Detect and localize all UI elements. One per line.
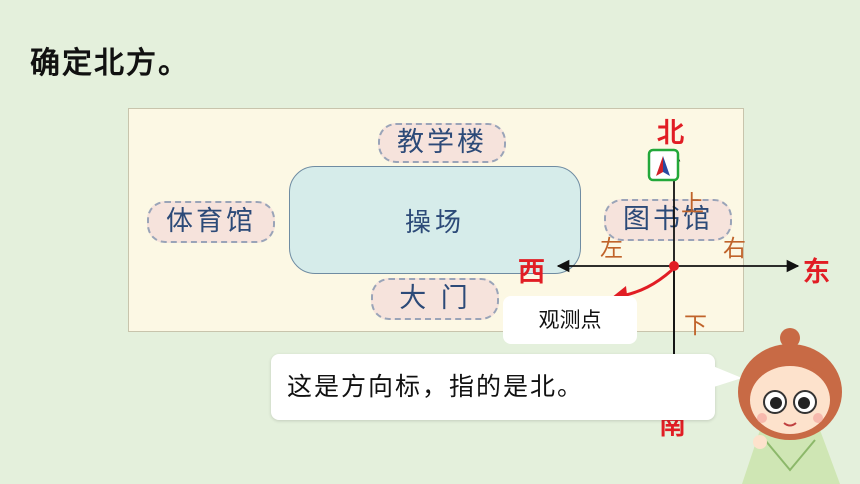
playground: 操场 <box>289 166 581 274</box>
building-gate: 大 门 <box>371 278 499 320</box>
building-gym: 体育馆 <box>147 201 275 243</box>
building-library: 图书馆 <box>604 199 732 241</box>
label-north: 北 <box>657 118 684 149</box>
speech-bubble: 这是方向标，指的是北。 <box>271 354 715 420</box>
label-up: 上 <box>681 191 704 217</box>
label-right: 右 <box>723 236 746 262</box>
label-down: 下 <box>684 313 707 339</box>
building-teaching: 教学楼 <box>378 123 506 163</box>
observation-point-label: 观测点 <box>503 296 637 344</box>
page-title: 确定北方。 <box>30 46 190 81</box>
label-east: 东 <box>803 257 830 288</box>
label-west: 西 <box>518 257 545 288</box>
label-left: 左 <box>600 236 623 262</box>
observation-dot <box>669 261 679 271</box>
